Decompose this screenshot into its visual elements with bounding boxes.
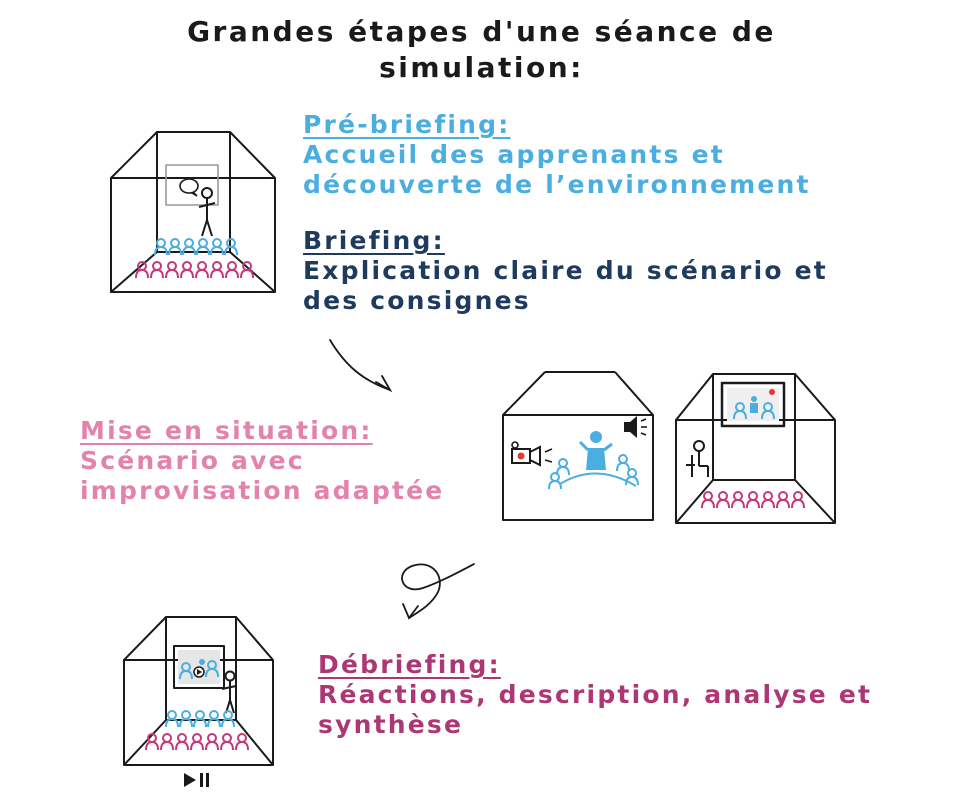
trainer-figure: [559, 431, 637, 487]
replay-screen: [178, 650, 220, 684]
prebriefing-line-1: Accueil des apprenants et: [303, 140, 725, 169]
page-title: Grandes étapes d'une séance de simulatio…: [0, 14, 963, 86]
mise-block: Mise en situation: Scénario avec improvi…: [80, 416, 444, 506]
video-camera-icon: [511, 441, 553, 467]
arrow-icon: [329, 339, 393, 393]
mise-line-2: improvisation adaptée: [80, 476, 445, 505]
debriefing-line-2: synthèse: [318, 710, 464, 739]
screen-content: [727, 388, 779, 421]
mise-heading: Mise en situation:: [80, 416, 373, 445]
debriefing-heading: Débriefing:: [318, 650, 501, 679]
mise-line-1: Scénario avec: [80, 446, 305, 475]
audience-magenta: [145, 733, 249, 751]
prebriefing-heading: Pré-briefing:: [303, 110, 511, 139]
room-icon: [123, 616, 274, 766]
briefing-line-1: Explication claire du scénario et: [303, 256, 828, 285]
prebriefing-line-2: découverte de l’environnement: [303, 170, 811, 199]
briefing-block: Briefing: Explication claire du scénario…: [303, 226, 828, 316]
observation-room: [675, 373, 836, 524]
title-line-2: simulation:: [379, 51, 584, 84]
prebriefing-block: Pré-briefing: Accueil des apprenants et …: [303, 110, 811, 200]
debriefing-block: Débriefing: Réactions, description, anal…: [318, 650, 872, 740]
play-pause-icon: [184, 773, 209, 787]
presenter-figure: [198, 187, 216, 237]
speech-bubble-icon: [179, 178, 199, 197]
debriefing-line-1: Réactions, description, analyse et: [318, 680, 873, 709]
observer-figure: [686, 440, 709, 477]
title-line-1: Grandes étapes d'une séance de: [187, 15, 776, 48]
arrow-icon: [401, 563, 475, 620]
audience-magenta: [135, 261, 254, 279]
briefing-line-2: des consignes: [303, 286, 531, 315]
simulation-room: [502, 371, 654, 521]
speaker-icon: [624, 416, 647, 438]
briefing-heading: Briefing:: [303, 226, 445, 255]
trainer-figure: [221, 670, 237, 714]
observers-magenta: [701, 491, 805, 509]
